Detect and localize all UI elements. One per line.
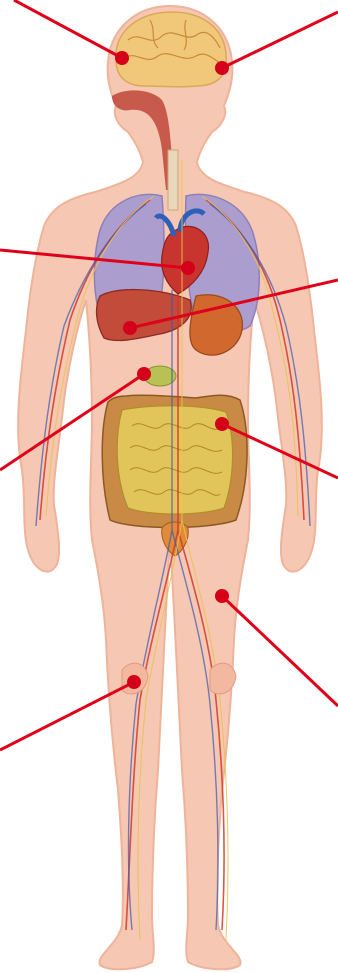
pointer-dot-thigh (215, 589, 229, 603)
pointer-dot-heart (181, 261, 195, 275)
pointer-dot-intestine (215, 417, 229, 431)
pointer-line-thigh (222, 596, 338, 706)
pointer-line-brain-right (222, 12, 338, 68)
pointer-dot-brain-right (215, 61, 229, 75)
pointer-dot-knee (127, 675, 141, 689)
pointer-line-brain-left (14, 0, 122, 58)
pointer-dot-liver (137, 367, 151, 381)
trachea (168, 150, 178, 210)
pointer-dot-brain-left (115, 51, 129, 65)
small-intestine (117, 406, 232, 514)
pointer-dot-lung-right (123, 321, 137, 335)
brain (116, 12, 226, 87)
